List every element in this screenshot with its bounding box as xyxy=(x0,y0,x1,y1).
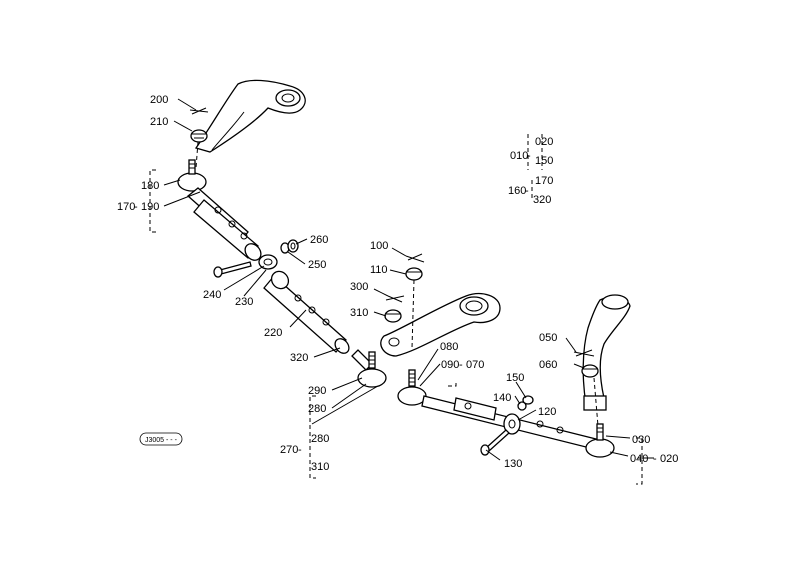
label-040: 040 xyxy=(630,453,648,465)
label-020: 020 xyxy=(660,453,678,465)
left-ball-joint-080 xyxy=(397,369,427,406)
label-320a: 320 xyxy=(533,194,551,206)
label-310b: 310 xyxy=(311,461,329,473)
label-300: 300 xyxy=(350,281,368,293)
cotter-pin-100 xyxy=(405,253,425,263)
center-arm xyxy=(380,293,501,357)
label-200: 200 xyxy=(150,94,168,106)
label-140: 140 xyxy=(493,392,511,404)
label-270: 270 xyxy=(280,444,298,456)
label-170a: 170 xyxy=(535,175,553,187)
label-280b: 280 xyxy=(311,433,329,445)
label-170: 170 xyxy=(117,201,135,213)
label-dash-010: - xyxy=(527,150,531,162)
part-labels: 010 020 150 160 170 320 200 210 180 170 … xyxy=(117,94,678,473)
label-010: 010 xyxy=(510,150,528,162)
label-150a: 150 xyxy=(535,155,553,167)
dash-line-center xyxy=(411,279,415,349)
clamp-120 xyxy=(503,413,521,435)
dash-line-right xyxy=(593,377,599,427)
dash-line-upper xyxy=(195,141,199,169)
label-090: 090 xyxy=(441,359,459,371)
label-250: 250 xyxy=(308,259,326,271)
upper-nut-210 xyxy=(190,129,208,143)
nut-washer-250-260 xyxy=(280,239,299,254)
nut-110 xyxy=(405,267,423,281)
label-dash-160: - xyxy=(525,185,529,197)
label-110: 110 xyxy=(370,264,388,276)
label-120: 120 xyxy=(538,406,556,418)
right-knuckle-arm xyxy=(582,294,631,411)
label-230: 230 xyxy=(235,296,253,308)
tie-rod-tube-220 xyxy=(263,270,350,354)
drawing-stamp: J3005 - - - xyxy=(139,432,183,446)
label-020a: 020 xyxy=(535,136,553,148)
label-160: 160 xyxy=(508,185,526,197)
label-dash-170: - xyxy=(134,201,138,213)
cotter-pin-050 xyxy=(573,349,595,357)
label-290: 290 xyxy=(308,385,326,397)
label-260: 260 xyxy=(310,234,328,246)
bolt-130 xyxy=(480,429,510,456)
label-150: 150 xyxy=(506,372,524,384)
cotter-pin-300 xyxy=(385,295,405,303)
label-060: 060 xyxy=(539,359,557,371)
ball-joint-290 xyxy=(351,349,387,388)
label-070: 070 xyxy=(466,359,484,371)
label-100: 100 xyxy=(370,240,388,252)
label-130: 130 xyxy=(504,458,522,470)
stamp-text: J3005 - - - xyxy=(145,437,178,444)
right-ball-joint-030 xyxy=(585,423,615,458)
upper-steering-arm xyxy=(194,79,306,153)
cotter-pin-200 xyxy=(189,107,209,115)
label-050: 050 xyxy=(539,332,557,344)
clamp-230 xyxy=(258,254,278,270)
label-190: 190 xyxy=(141,201,159,213)
label-030: 030 xyxy=(632,434,650,446)
label-080: 080 xyxy=(440,341,458,353)
label-dash-040: - xyxy=(653,453,657,465)
label-240: 240 xyxy=(203,289,221,301)
nut-310 xyxy=(384,309,402,323)
label-210: 210 xyxy=(150,116,168,128)
upper-tie-rod-tube xyxy=(193,199,262,261)
bolt-240 xyxy=(213,261,252,278)
label-dash-270: - xyxy=(298,444,302,456)
nut-060 xyxy=(581,364,599,378)
group-brackets xyxy=(149,134,643,485)
label-280: 280 xyxy=(308,403,326,415)
nut-washer-140-150 xyxy=(517,395,534,411)
label-180: 180 xyxy=(141,180,159,192)
label-dash-090: - xyxy=(459,359,463,371)
label-310: 310 xyxy=(350,307,368,319)
label-320: 320 xyxy=(290,352,308,364)
label-220: 220 xyxy=(264,327,282,339)
leader-lines xyxy=(163,98,654,461)
